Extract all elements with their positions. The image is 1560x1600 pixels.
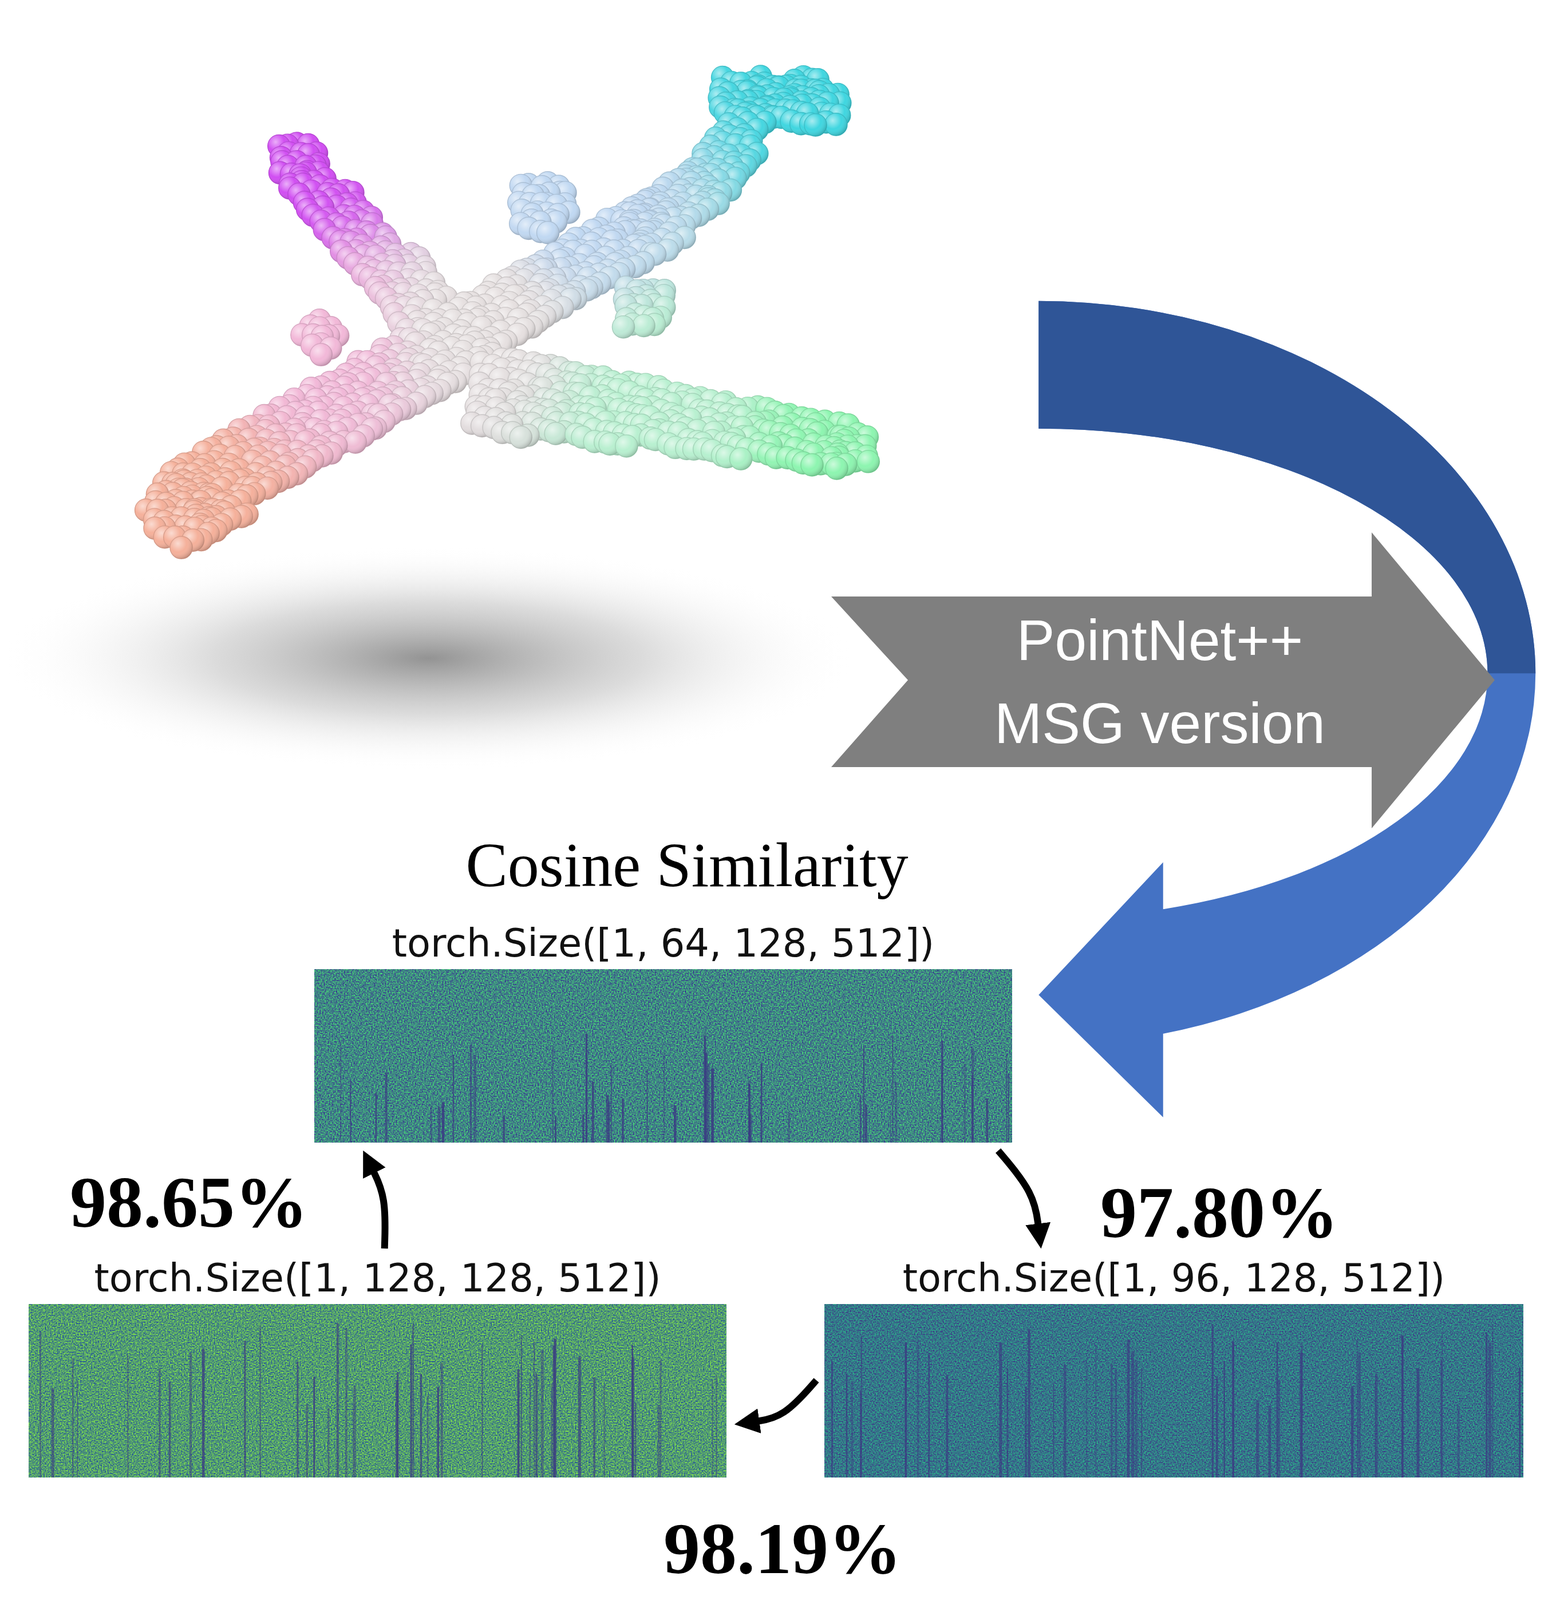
- page-stage: Cosine SimilarityPointNet++ MSG versiont…: [0, 0, 1560, 1600]
